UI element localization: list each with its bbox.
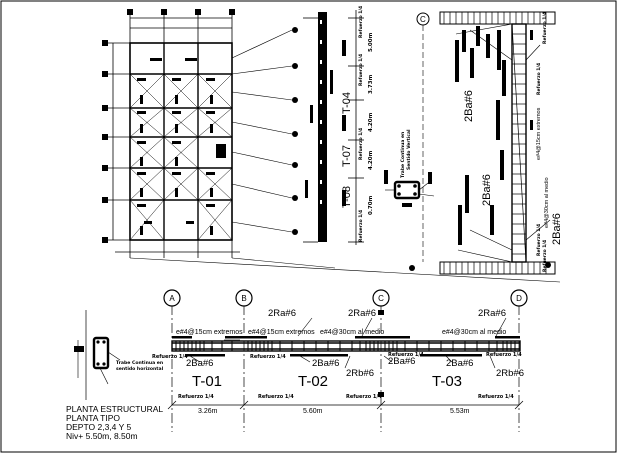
title-line-3: DEPTO 2,3,4 Y 5 <box>66 422 131 432</box>
elev-refuerzo-2: Refuerzo 1/4 <box>358 54 364 86</box>
title-line-2: PLANTA TIPO <box>66 413 120 423</box>
elev-dim-5: 0.70m <box>368 195 374 215</box>
vertical-section: Trabe Continua en Sentido Vertical <box>384 129 435 207</box>
elev-dim-3: 4.20m <box>368 112 374 132</box>
elev-dim-1: 5.00m <box>368 32 374 52</box>
title-line-4: Niv+ 5.50m, 8.50m <box>66 431 138 441</box>
detail-bar-1: 2Ba#6 <box>463 90 475 122</box>
rb-label-1: 2Rb#6 <box>346 368 374 379</box>
detail-bar-2: 2Ba#6 <box>481 174 493 206</box>
refuerzo-1: Refuerzo 1/4 <box>152 354 188 360</box>
title-block: PLANTA ESTRUCTURAL PLANTA TIPO DEPTO 2,3… <box>66 404 163 441</box>
refuerzo-5: Refuerzo 1/4 <box>178 394 214 400</box>
axis-bubble-c <box>372 289 390 307</box>
span-dim-ab: 3.26m <box>198 408 218 415</box>
span-dim-cd: 5.53m <box>450 408 470 415</box>
detail-refuerzo-4: Refuerzo 1/4 <box>542 240 548 272</box>
axis-bubble-b <box>235 289 253 307</box>
hsec-note-2: sentido horizontal <box>116 366 164 372</box>
refuerzo-7: Refuerzo 1/4 <box>346 394 382 400</box>
axis-label-c: C <box>378 294 384 303</box>
refuerzo-6: Refuerzo 1/4 <box>258 394 294 400</box>
axis-label-b: B <box>241 294 246 303</box>
hsec-note-1: Trabe Continua en <box>116 360 163 366</box>
elev-dim-2: 3.73m <box>368 74 374 94</box>
stirrup-label-1: e#4@15cm extremos <box>176 329 243 336</box>
elev-refuerzo-3: Refuerzo 1/4 <box>358 128 364 160</box>
elev-dim-4: 4.20m <box>368 150 374 170</box>
rb-label-2: 2Rb#6 <box>496 368 524 379</box>
bottom-bar-label-4: 2Ba#6 <box>446 358 473 369</box>
elev-refuerzo-1: Refuerzo 1/4 <box>358 6 364 38</box>
beam-elevation: A B C D <box>152 289 528 432</box>
segment-t01: T-01 <box>192 373 222 390</box>
detail-stirrup-2: e#4@15cm extremos <box>536 107 542 160</box>
tag-t08: T-08 <box>341 186 353 208</box>
axis-bubble-d <box>510 289 528 307</box>
vsec-note-2: Sentido Vertical <box>406 129 412 170</box>
detail-refuerzo-2: Refuerzo 1/4 <box>536 63 542 95</box>
stirrup-label-2: e#4@15cm extremos <box>248 329 315 336</box>
horizontal-section: Trabe Continua en sentido horizontal <box>74 310 164 400</box>
top-bar-label-3: 2Ra#6 <box>478 308 506 319</box>
title-line-1: PLANTA ESTRUCTURAL <box>66 404 163 414</box>
axis-bubble-a <box>163 289 181 307</box>
vsec-note-1: Trabe Continua en <box>400 132 406 178</box>
tag-t07: T-07 <box>341 145 353 167</box>
refuerzo-8: Refuerzo 1/4 <box>478 394 514 400</box>
segment-t02: T-02 <box>298 373 328 390</box>
bottom-bar-label-3: 2Ba#6 <box>388 356 415 367</box>
top-bar-label-2: 2Ra#6 <box>348 308 376 319</box>
detail-refuerzo-1: Refuerzo 1/4 <box>542 12 548 44</box>
top-bar-label-1: 2Ra#6 <box>268 308 296 319</box>
axis-label-d: D <box>516 294 522 303</box>
bottom-bar-label-1: 2Ba#6 <box>186 358 213 369</box>
segment-t03: T-03 <box>432 373 462 390</box>
column-elevation: 5.00m 3.73m 4.20m 4.20m 0.70m Refuerzo 1… <box>303 6 435 245</box>
refuerzo-3: Refuerzo 1/4 <box>388 352 424 358</box>
detail-stirrup-1: e#4@30cm al medio <box>544 177 550 228</box>
detail-bar-3: 2Ba#6 <box>551 213 563 245</box>
bottom-bar-label-2: 2Ba#6 <box>312 358 339 369</box>
refuerzo-2: Refuerzo 1/4 <box>250 354 286 360</box>
axis-label-a: A <box>169 294 175 303</box>
stirrup-label-4: e#4@30cm al medio <box>442 329 506 336</box>
span-dim-bc: 5.60m <box>303 408 323 415</box>
stirrup-label-3: e#4@30cm al medio <box>320 329 384 336</box>
slab-detail: C <box>409 11 563 275</box>
elev-refuerzo-4: Refuerzo 1/4 <box>358 210 364 242</box>
detail-marker: C <box>420 15 426 24</box>
floor-plan <box>102 9 561 283</box>
refuerzo-4: Refuerzo 1/4 <box>486 352 522 358</box>
tag-t04: T-04 <box>341 92 353 114</box>
detail-refuerzo-3: Refuerzo 1/4 <box>536 224 542 256</box>
